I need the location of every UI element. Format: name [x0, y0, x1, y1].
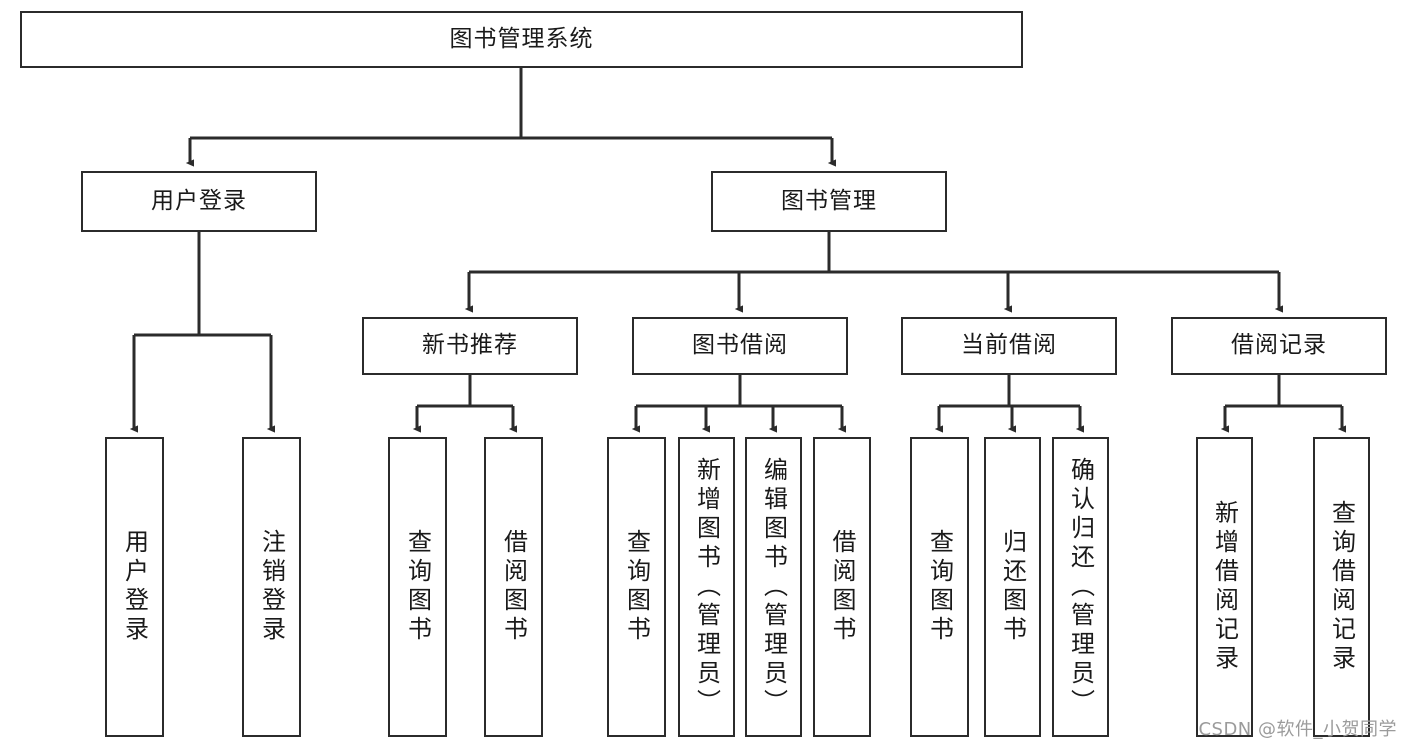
- node-leaf-query-borrow-record[interactable]: 查询借阅记录: [1313, 437, 1370, 737]
- node-leaf-borrow-book-label: 借阅图书: [828, 529, 856, 645]
- node-leaf-add-borrow-record[interactable]: 新增借阅记录: [1196, 437, 1253, 737]
- node-leaf-borrow-book-rec-label: 借阅图书: [499, 529, 528, 645]
- node-root-label: 图书管理系统: [449, 25, 594, 52]
- node-leaf-query-book-rec-label: 查询图书: [403, 529, 432, 645]
- node-leaf-query-book-current-label: 查询图书: [925, 529, 954, 645]
- node-new-book-rec[interactable]: 新书推荐: [362, 317, 578, 375]
- node-leaf-query-book-borrow-label: 查询图书: [622, 529, 651, 645]
- node-current-borrow[interactable]: 当前借阅: [901, 317, 1117, 375]
- node-leaf-add-book-admin[interactable]: 新增图书（管理员）: [678, 437, 735, 737]
- node-leaf-return-book-label: 归还图书: [998, 529, 1027, 645]
- node-leaf-user-logout-label: 注销登录: [257, 529, 286, 645]
- node-leaf-add-borrow-record-label: 新增借阅记录: [1210, 500, 1239, 674]
- node-root[interactable]: 图书管理系统: [20, 11, 1023, 68]
- node-borrow-record-label: 借阅记录: [1231, 332, 1327, 359]
- node-new-book-rec-label: 新书推荐: [422, 332, 518, 359]
- node-book-borrow[interactable]: 图书借阅: [632, 317, 848, 375]
- node-leaf-add-book-admin-label: 新增图书（管理员）: [692, 456, 721, 718]
- node-current-borrow-label: 当前借阅: [961, 332, 1057, 359]
- node-book-borrow-label: 图书借阅: [692, 332, 788, 359]
- node-book-manage[interactable]: 图书管理: [711, 171, 947, 232]
- node-leaf-borrow-book[interactable]: 借阅图书: [813, 437, 871, 737]
- node-leaf-query-book-current[interactable]: 查询图书: [910, 437, 969, 737]
- node-leaf-user-login-label: 用户登录: [120, 529, 149, 645]
- node-book-manage-label: 图书管理: [781, 187, 877, 214]
- node-leaf-edit-book-admin[interactable]: 编辑图书（管理员）: [745, 437, 802, 737]
- node-leaf-confirm-return-admin-label: 确认归还（管理员）: [1066, 456, 1095, 718]
- node-leaf-user-logout[interactable]: 注销登录: [242, 437, 301, 737]
- node-leaf-return-book[interactable]: 归还图书: [984, 437, 1041, 737]
- node-leaf-query-book-rec[interactable]: 查询图书: [388, 437, 447, 737]
- node-user-login-label: 用户登录: [151, 187, 247, 214]
- node-leaf-user-login[interactable]: 用户登录: [105, 437, 164, 737]
- node-leaf-borrow-book-rec[interactable]: 借阅图书: [484, 437, 543, 737]
- node-leaf-confirm-return-admin[interactable]: 确认归还（管理员）: [1052, 437, 1109, 737]
- node-leaf-query-book-borrow[interactable]: 查询图书: [607, 437, 666, 737]
- node-borrow-record[interactable]: 借阅记录: [1171, 317, 1387, 375]
- node-leaf-query-borrow-record-label: 查询借阅记录: [1327, 500, 1356, 674]
- node-user-login[interactable]: 用户登录: [81, 171, 317, 232]
- node-leaf-edit-book-admin-label: 编辑图书（管理员）: [759, 456, 788, 718]
